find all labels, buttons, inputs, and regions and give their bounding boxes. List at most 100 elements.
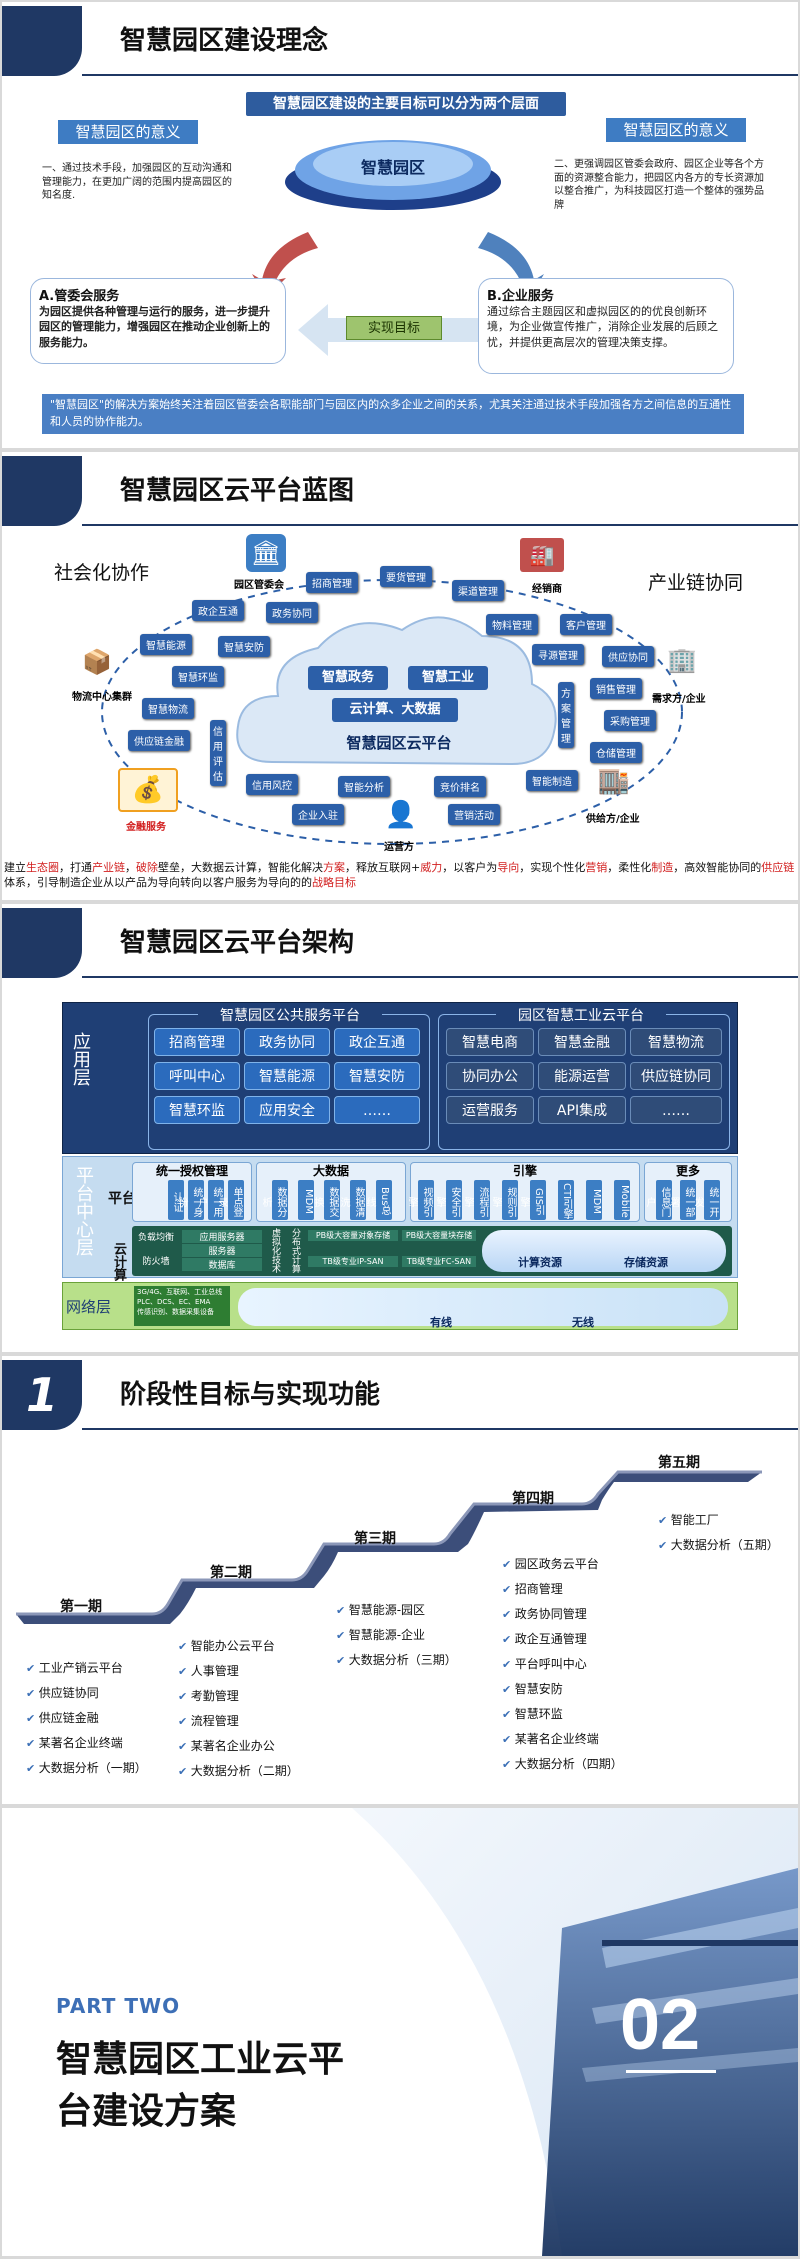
- platform-layer-label: 平台中心层: [73, 1166, 94, 1256]
- auth-cell: 统一身份: [176, 1180, 204, 1220]
- industry-cell: 智慧金融: [538, 1028, 626, 1056]
- bubble-item: 供应协同: [602, 646, 654, 667]
- bubble-item: 要货管理: [380, 566, 432, 587]
- footer-seg: ，高效智能协同的: [673, 861, 762, 874]
- compute-item: 数据库: [182, 1258, 262, 1271]
- bigdata-cell: MDM: [298, 1180, 314, 1220]
- list-item: 大数据分析（四期）: [502, 1752, 623, 1777]
- footer-seg: ，实现个性化: [519, 861, 586, 874]
- list-item: 工业产销云平台: [26, 1656, 147, 1681]
- footer-seg: 导向: [497, 861, 520, 874]
- bubble-item: 智慧环监: [172, 666, 224, 687]
- engine-cell: MDM: [586, 1180, 602, 1220]
- industry-cell: 智慧物流: [630, 1028, 722, 1056]
- industry-cell: 智慧电商: [446, 1028, 534, 1056]
- auth-cell: 单点登录: [216, 1180, 244, 1220]
- compute-item: TB级专业FC-SAN: [402, 1256, 476, 1267]
- part-label: PART TWO: [56, 1994, 181, 2018]
- public-cell: 招商管理: [154, 1028, 240, 1056]
- network-item: 传感识别、数据采集设备: [137, 1308, 214, 1317]
- bubble-item: 寻源管理: [532, 644, 584, 665]
- public-cell: 呼叫中心: [154, 1062, 240, 1090]
- stage-title: 第四期: [512, 1491, 554, 1507]
- wired-label: 有线: [430, 1316, 452, 1329]
- cloud-shape: [236, 616, 557, 766]
- bubble-item: 政务协同: [266, 602, 318, 623]
- footer-seg: 供应链: [761, 861, 795, 874]
- network-item: 3G/4G、互联网、工业总线: [137, 1288, 223, 1296]
- meaning-tag-left: 智慧园区的意义: [58, 120, 198, 144]
- slide-header: 智慧园区云平台架构: [2, 904, 798, 982]
- list-item: 考勤管理: [178, 1684, 299, 1709]
- compute-label: 云计算: [111, 1242, 126, 1281]
- header-line: [82, 524, 798, 526]
- bubble-item: 信用风控: [246, 774, 298, 795]
- slide-stage-goals: 1 阶段性目标与实现功能 第一期 第二期 第三期 第四期 第五期 工业产销云平台…: [2, 1356, 798, 1804]
- public-cell: 智慧安防: [334, 1062, 420, 1090]
- cloud-title: 智慧园区云平台: [346, 734, 452, 752]
- service-b-text: 通过综合主题园区和虚拟园区的的优良创新环境，为企业做宣传推广，消除企业发展的后顾…: [487, 305, 718, 349]
- footer-seg: 产业链: [92, 861, 125, 874]
- bubble-item: 销售管理: [590, 678, 642, 699]
- actor-demand: 需求方/企业: [652, 694, 706, 705]
- cover-decoration: [352, 1808, 798, 2256]
- bigdata-cell: Bus总线: [364, 1180, 392, 1220]
- bigdata-cell: 数据清洗: [338, 1180, 366, 1220]
- compute-item: 防火墙: [142, 1257, 170, 1267]
- service-box-b: B.企业服务 通过综合主题园区和虚拟园区的的优良创新环境，为企业做宣传推广，消除…: [478, 278, 734, 374]
- network-detail: 3G/4G、互联网、工业总线 PLC、DCS、EC、EMA 传感识别、数据采集设…: [134, 1286, 230, 1326]
- header-line: [82, 1428, 798, 1430]
- footer-seg: ，释放互联网+: [345, 861, 421, 874]
- list-item: 流程管理: [178, 1709, 299, 1734]
- service-a-text: 为园区提供各种管理与运行的服务，进一步提升园区的管理能力，增强园区在推动企业创新…: [39, 305, 270, 349]
- public-cell: 智慧环监: [154, 1096, 240, 1124]
- header-tab: [2, 456, 82, 526]
- cover-title-line1: 智慧园区工业云平: [56, 2039, 345, 2080]
- compute-item: PB级大容量块存储: [402, 1230, 476, 1241]
- footer-seg: 威力: [420, 861, 443, 874]
- slide-cloud-architecture: 智慧园区云平台架构 应用层 智慧园区公共服务平台 园区智慧工业云平台 招商管理 …: [2, 904, 798, 1352]
- list-item: 智慧环监: [502, 1702, 623, 1727]
- footer-seg: 壁垒，大数据云计算，智能化解决: [158, 861, 323, 874]
- compute-resource-label: 计算资源: [518, 1256, 562, 1269]
- cover-title-line2: 台建设方案: [56, 2091, 237, 2132]
- slide-part-two-cover: PART TWO 智慧园区工业云平 台建设方案 02: [2, 1808, 798, 2256]
- compute-item: 负载均衡: [138, 1233, 175, 1243]
- public-cell: 政企互通: [334, 1028, 420, 1056]
- stage-4-list: 园区政务云平台 招商管理 政务协同管理 政企互通管理 平台呼叫中心 智慧安防 智…: [502, 1552, 623, 1777]
- engine-group-title: 引擎: [512, 1164, 537, 1178]
- slide-header: 智慧园区建设理念: [2, 2, 798, 80]
- bubble-item: 智能制造: [526, 770, 578, 791]
- auth-cell: 认证: [168, 1180, 184, 1220]
- cloud-item-1: 智慧工业: [408, 666, 488, 690]
- storage-resource-label: 存储资源: [624, 1256, 668, 1269]
- list-item: 政务协同管理: [502, 1602, 623, 1627]
- list-item: 大数据分析（五期）: [658, 1533, 779, 1558]
- more-cell: 信息门户: [644, 1180, 672, 1220]
- compute-item: 应用服务器: [182, 1230, 262, 1243]
- footer-seg: ，: [125, 861, 136, 874]
- footer-seg: 建立: [4, 861, 26, 874]
- bubble-item: 营销活动: [448, 804, 500, 825]
- actor-supply: 供给方/企业: [586, 814, 640, 825]
- slide-title: 智慧园区建设理念: [120, 26, 329, 56]
- list-item: 智能工厂: [658, 1508, 779, 1533]
- footer-seg: ，以客户为: [442, 861, 498, 874]
- cloud-item-2: 云计算、大数据: [332, 698, 458, 722]
- stage-staircase: [16, 1470, 762, 1624]
- list-item: 某著名企业终端: [26, 1731, 147, 1756]
- engine-cell: 视频引擎: [406, 1180, 434, 1220]
- meaning-text-right: 二、更强调园区管委会政府、园区企业等各个方面的资源整合能力，把园区内各方的专长资…: [554, 159, 764, 211]
- bubble-item: 采购管理: [604, 710, 656, 731]
- engine-cell: 流程引擎: [462, 1180, 490, 1220]
- public-cell: 应用安全: [244, 1096, 330, 1124]
- bigdata-group-title: 大数据: [312, 1164, 349, 1178]
- public-platform-title: 智慧园区公共服务平台: [198, 1005, 382, 1025]
- actor-government: 园区管委会: [234, 580, 284, 591]
- list-item: 供应链金融: [26, 1706, 147, 1731]
- footer-seg: ，打通: [59, 861, 92, 874]
- stage-title: 第五期: [658, 1455, 700, 1471]
- government-icon: 🏛: [246, 534, 286, 572]
- industry-cell: ……: [630, 1096, 722, 1124]
- engine-cell: 安全引擎: [434, 1180, 462, 1220]
